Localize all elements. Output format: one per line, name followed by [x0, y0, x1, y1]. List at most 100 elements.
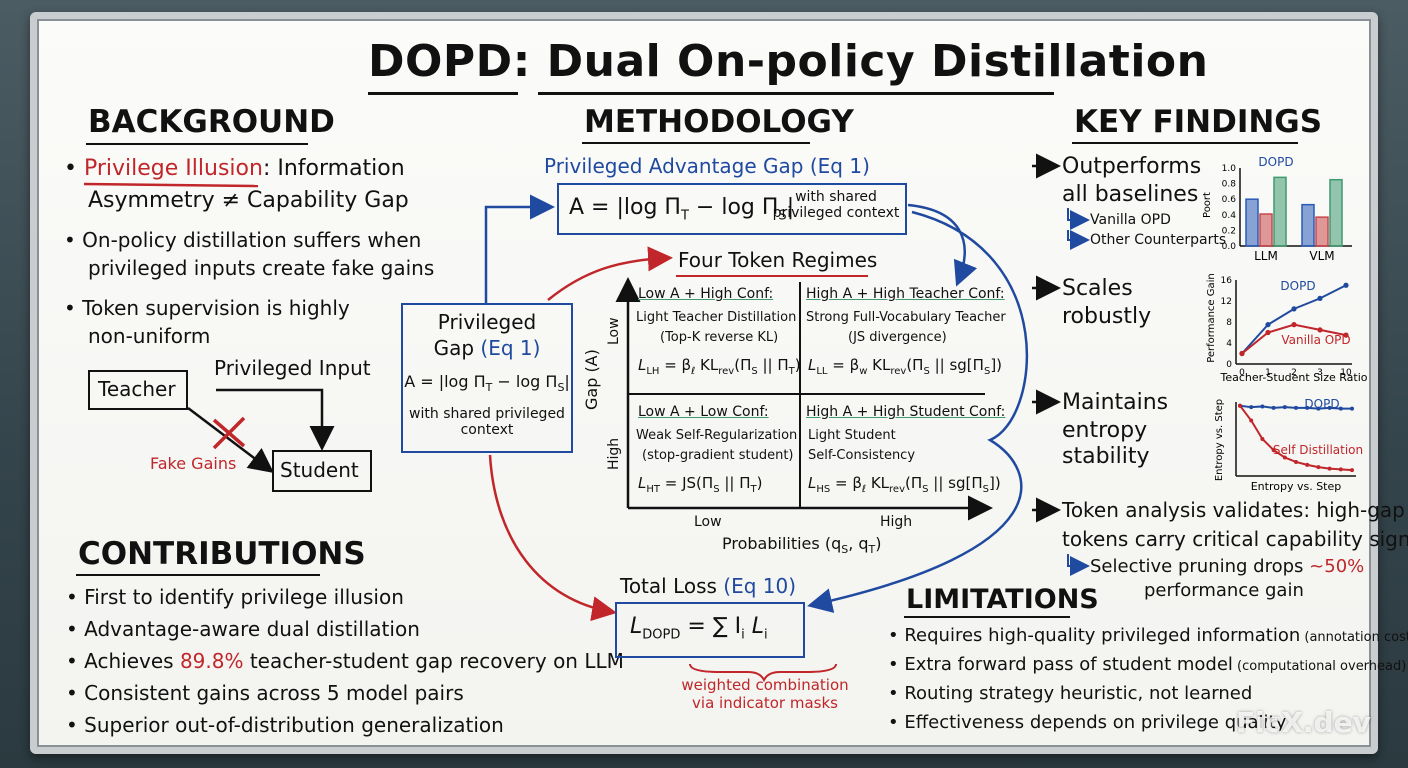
- bar-y-tick: 0.8: [1222, 180, 1237, 190]
- line-x-tick: 3: [1317, 368, 1323, 378]
- teacher-box: [88, 370, 188, 410]
- bar-y-tick: 0.6: [1222, 195, 1237, 205]
- finding-4-sub-1: Selective pruning drops ~50%: [1090, 556, 1365, 577]
- line-x-label: Teacher-Student Size Ratio: [1219, 371, 1367, 384]
- arrow-gap-to-formula: [484, 194, 555, 305]
- finding-3-line3: stability: [1062, 444, 1150, 469]
- entropy-point: [1305, 405, 1310, 410]
- regimes-underline: [676, 275, 868, 277]
- bar-llm-0: [1245, 198, 1259, 247]
- finding-4-line2: tokens carry critical capability signals: [1062, 527, 1408, 551]
- total-loss-title: Total Loss (Eq 10): [620, 574, 797, 598]
- finding-2-line2: robustly: [1062, 304, 1152, 329]
- regime-q4-formula: LHS = βℓ KLrev(ΠS || sg[ΠS]): [808, 474, 1001, 495]
- finding-2-line1: Scales: [1062, 276, 1133, 301]
- findings-heading: KEY FINDINGS: [1074, 104, 1323, 140]
- entropy-y-label: Entropy vs. Step: [1214, 399, 1225, 481]
- bar-category-label: VLM: [1309, 249, 1334, 263]
- contribution-3: • Achieves 89.8% teacher-student gap rec…: [66, 649, 624, 673]
- entropy-point: [1327, 466, 1332, 471]
- contributions-underline: [76, 574, 320, 576]
- regime-q1-line1: Light Teacher Distillation: [636, 310, 797, 325]
- finding-1-sub-2: Other Counterparts: [1090, 232, 1227, 248]
- methodology-underline: [582, 142, 810, 144]
- finding-3-line2: entropy: [1062, 418, 1148, 443]
- line-point: [1317, 295, 1323, 301]
- finding-4-line1: Token analysis validates: high-gap: [1062, 498, 1405, 522]
- entropy-point: [1282, 405, 1287, 410]
- watermark: FicX.dev: [1236, 706, 1371, 739]
- finding-1-line2: all baselines: [1062, 182, 1199, 207]
- entropy-point: [1316, 406, 1321, 411]
- background-bullet-3-line2: non-uniform: [88, 324, 211, 348]
- regime-q3-line2: (stop-gradient student): [642, 448, 794, 463]
- limitation-4: • Effectiveness depends on privilege qua…: [888, 712, 1287, 733]
- regime-x-low: Low: [694, 514, 722, 530]
- entropy-point: [1282, 455, 1287, 460]
- methodology-heading: METHODOLOGY: [584, 104, 854, 140]
- regime-q1-formula: LLH = βℓ KLrev(ΠS || ΠT): [638, 356, 801, 377]
- regime-q4-head: High A + High Student Conf:: [806, 404, 1006, 420]
- arrow-teacher-student: [187, 407, 274, 474]
- entropy-point: [1271, 448, 1276, 453]
- line-point: [1265, 322, 1271, 328]
- background-heading: BACKGROUND: [88, 104, 335, 140]
- title-underline-2: [538, 92, 1054, 95]
- entropy-point: [1350, 406, 1354, 411]
- bar-vlm-2: [1329, 178, 1343, 247]
- limitations-heading: LIMITATIONS: [906, 584, 1099, 615]
- privileged-gap-title: Privileged: [437, 310, 537, 334]
- regime-q3-formula: LHT = JS(ΠS || ΠT): [638, 474, 763, 495]
- background-bullet-1-line2: Asymmetry ≠ Capability Gap: [88, 188, 409, 213]
- line-x-tick: 0: [1239, 368, 1245, 378]
- limitation-3: • Routing strategy heuristic, not learne…: [888, 683, 1253, 704]
- bar-llm-2: [1273, 176, 1287, 247]
- privileged-gap-title-2: Gap (Eq 1): [433, 336, 541, 360]
- arrow-regimes-to-total: [807, 210, 1029, 613]
- total-loss-brace: [689, 663, 837, 683]
- underline-privilege-illusion: [83, 182, 259, 188]
- entropy-point: [1238, 403, 1242, 408]
- contribution-2: • Advantage-aware dual distillation: [66, 617, 420, 641]
- finding-3-line1: Maintains: [1062, 390, 1169, 415]
- whiteboard: [30, 12, 1378, 754]
- limitations-underline: [904, 616, 1070, 618]
- entropy-point: [1316, 465, 1321, 470]
- sub-arrow-vanilla: [1067, 208, 1090, 230]
- privileged-input-label: Privileged Input: [214, 356, 371, 380]
- line-y-label: Performance Gain: [1206, 273, 1217, 363]
- regime-q4-line1: Light Student: [808, 428, 896, 443]
- regime-q2-line2: (JS divergence): [848, 330, 947, 345]
- total-loss-box: [615, 602, 805, 658]
- entropy-point: [1249, 418, 1254, 423]
- entropy-point: [1305, 462, 1310, 467]
- bar-vlm-1: [1315, 216, 1329, 247]
- sub-arrow-other: [1067, 230, 1090, 250]
- arrow-gap-to-total: [488, 454, 617, 622]
- regime-q2-formula: LLL = βw KLrev(ΠS || sg[ΠS]): [808, 356, 1003, 377]
- sub-arrow-pruning: [1067, 554, 1090, 576]
- bar-y-tick: 0.4: [1222, 211, 1237, 221]
- contribution-4: • Consistent gains across 5 model pairs: [66, 681, 464, 705]
- background-underline: [86, 143, 308, 145]
- bar-y-tick: 1.0: [1222, 164, 1237, 174]
- bar-title: DOPD: [1258, 155, 1293, 169]
- student-box: [272, 450, 372, 492]
- limitation-1: • Requires high-quality privileged infor…: [888, 625, 1408, 646]
- line-dopd-label: DOPD: [1280, 279, 1315, 293]
- gap-formula-box: [557, 183, 907, 235]
- arrow-privileged-input: [216, 388, 335, 451]
- finding-1-sub-1: Vanilla OPD: [1090, 212, 1171, 228]
- line-point: [1343, 282, 1349, 288]
- entropy-dopd-label: DOPD: [1304, 397, 1339, 411]
- regime-q2-line1: Strong Full-Vocabulary Teacher: [806, 310, 1006, 325]
- bar-category-label: LLM: [1254, 249, 1278, 263]
- student-label: Student: [280, 458, 359, 482]
- line-point: [1317, 327, 1323, 333]
- regime-q3-head: Low A + Low Conf:: [638, 404, 769, 420]
- line-y-tick: 4: [1226, 339, 1232, 349]
- line-x-tick: 1: [1265, 368, 1271, 378]
